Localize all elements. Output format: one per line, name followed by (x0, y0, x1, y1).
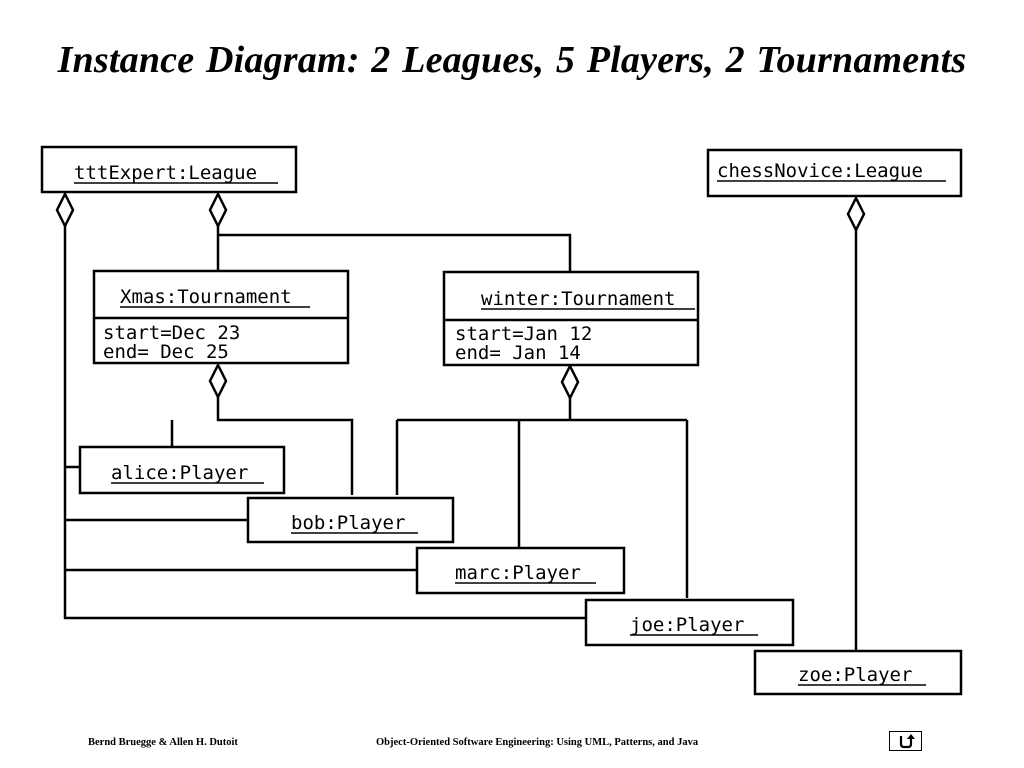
diamond-tttexpert-players (55, 191, 75, 229)
player-marc-label: marc:Player (455, 562, 581, 584)
tournament-winter-label: winter:Tournament (481, 288, 675, 310)
tournament-xmas: Xmas:Tournament start=Dec 23 end= Dec 25 (92, 269, 350, 365)
diamond-tttexpert-tournaments (208, 191, 228, 229)
league-chessnovice-label: chessNovice:League (717, 160, 923, 182)
league-chessnovice: chessNovice:League (706, 148, 963, 198)
tournament-xmas-end: end= Dec 25 (103, 341, 229, 363)
player-alice-label: alice:Player (111, 462, 248, 484)
player-bob-label: bob:Player (291, 512, 405, 534)
slide-title: Instance Diagram: 2 Leagues, 5 Players, … (57, 39, 967, 81)
league-tttexpert: tttExpert:League (40, 145, 298, 194)
player-alice: alice:Player (78, 445, 286, 495)
link-tttexpert-players (63, 226, 586, 620)
tournament-winter: winter:Tournament start=Jan 12 end= Jan … (442, 270, 700, 367)
tournament-xmas-label: Xmas:Tournament (120, 286, 292, 308)
link-tttexpert-tournaments (216, 226, 572, 272)
player-zoe: zoe:Player (753, 649, 963, 696)
player-bob: bob:Player (246, 496, 455, 544)
return-button[interactable] (889, 731, 922, 751)
aggregation-lines (63, 226, 858, 651)
tournament-xmas-start: start=Dec 23 (103, 322, 240, 344)
diamond-chessnovice-zoe (846, 195, 866, 233)
link-winter-players (395, 398, 689, 598)
league-tttexpert-label: tttExpert:League (74, 162, 257, 184)
return-arrow-icon (899, 734, 915, 749)
tournament-winter-start: start=Jan 12 (455, 323, 592, 345)
player-joe: joe:Player (584, 598, 795, 647)
aggregation-diamonds (55, 191, 866, 401)
tournament-winter-end: end= Jan 14 (455, 342, 581, 364)
footer-authors: Bernd Bruegge & Allen H. Dutoit (88, 737, 238, 748)
diamond-xmas-players (208, 362, 228, 400)
link-xmas-players (170, 397, 354, 495)
footer-book-title: Object-Oriented Software Engineering: Us… (376, 737, 699, 748)
player-joe-label: joe:Player (630, 614, 744, 636)
player-zoe-label: zoe:Player (798, 664, 912, 686)
diamond-winter-players (560, 363, 580, 401)
player-marc: marc:Player (415, 546, 626, 595)
